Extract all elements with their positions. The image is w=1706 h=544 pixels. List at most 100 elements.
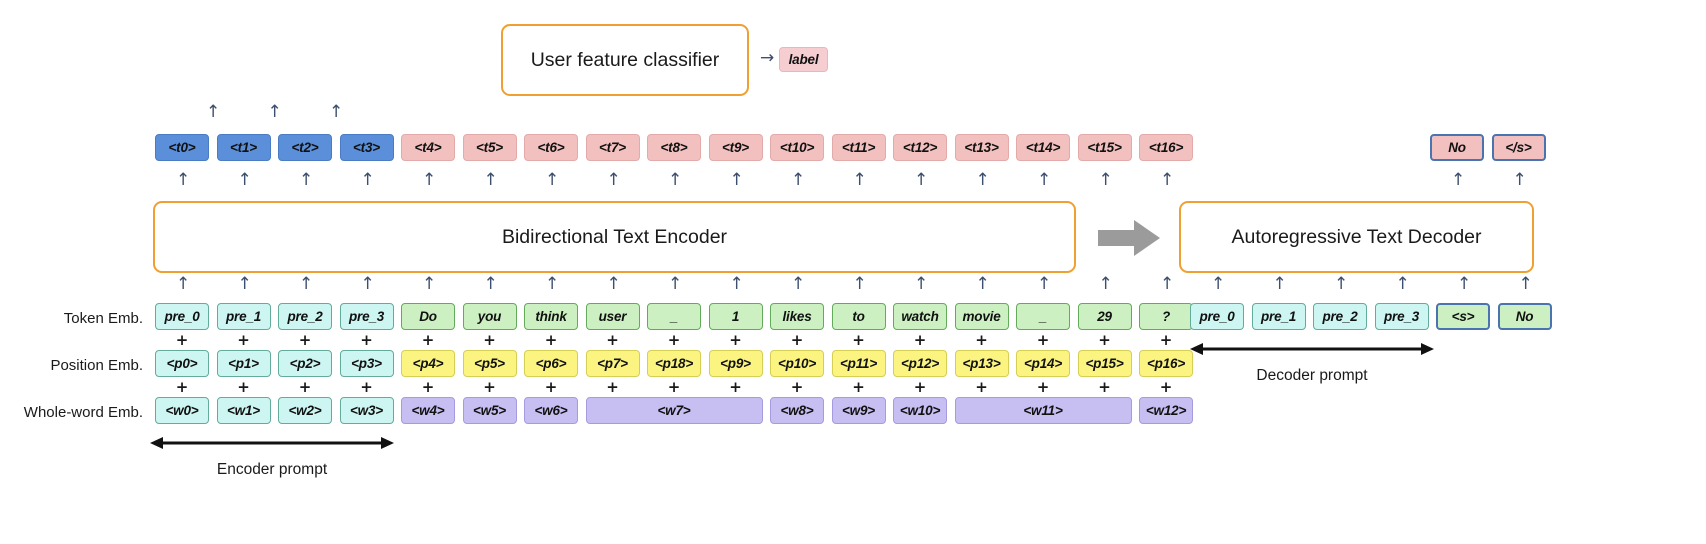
position-embedding-12[interactable]: <p12> [893,350,947,377]
token-embedding-15-text: 29 [1097,309,1112,324]
encoder-output-token-11[interactable]: <t11> [831,134,886,161]
whole-word-embedding-2[interactable]: <w2> [278,397,332,424]
whole-word-embedding-3[interactable]: <w3> [339,397,394,424]
token-embedding-3[interactable]: pre_3 [339,303,394,330]
whole-word-embedding-8[interactable]: <w8> [770,397,824,424]
encoder-output-token-3[interactable]: <t3> [339,134,394,161]
token-position-plus-11: + [852,331,865,349]
token-position-plus-8: + [667,331,681,349]
encoder-to-token-arrow-icon-6: ↑ [545,170,560,190]
encoder-output-token-4[interactable]: <t4> [401,134,455,161]
encoder-output-token-7[interactable]: <t7> [585,134,640,161]
position-embedding-1[interactable]: <p1> [216,350,271,377]
token-embedding-8[interactable]: _ [647,303,701,330]
encoder-output-token-8[interactable]: <t8> [647,134,701,161]
token-position-plus-9: + [729,331,742,349]
token-embedding-12[interactable]: watch [893,303,947,330]
token-position-plus-15: + [1098,331,1111,349]
encoder-output-token-15[interactable]: <t15> [1077,134,1132,161]
encoder-output-token-13[interactable]: <t13> [954,134,1009,161]
position-embedding-16[interactable]: <p16> [1139,350,1193,377]
token-embedding-16[interactable]: ? [1139,303,1193,330]
token-embedding-5[interactable]: you [462,303,517,330]
position-embedding-3[interactable]: <p3> [339,350,394,377]
token-embedding-14[interactable]: _ [1016,303,1070,330]
position-wholeword-plus-4: + [421,378,435,396]
autoregressive-text-decoder-label: Autoregressive Text Decoder [1231,225,1482,248]
position-embedding-10[interactable]: <p10> [770,350,824,377]
token-embedding-9[interactable]: 1 [708,303,763,330]
whole-word-embedding-11[interactable]: <w11> [954,397,1132,424]
encoder-output-token-2-text: <t2> [291,140,319,155]
whole-word-embedding-4[interactable]: <w4> [401,397,455,424]
position-embedding-4[interactable]: <p4> [401,350,455,377]
encoder-output-token-5[interactable]: <t5> [462,134,517,161]
whole-word-embedding-9[interactable]: <w9> [831,397,886,424]
autoregressive-text-decoder-block[interactable]: Autoregressive Text Decoder [1179,201,1534,273]
encoder-output-token-14[interactable]: <t14> [1016,134,1070,161]
token-embedding-11[interactable]: to [831,303,886,330]
position-embedding-15[interactable]: <p15> [1077,350,1132,377]
token-embedding-7[interactable]: user [585,303,640,330]
encoder-output-token-4-text: <t4> [414,140,442,155]
token-embedding-10[interactable]: likes [770,303,824,330]
embedding-to-encoder-arrow-icon-15: ↑ [1098,274,1113,294]
whole-word-embedding-10[interactable]: <w10> [893,397,947,424]
decoder-input-token-2[interactable]: pre_2 [1313,303,1367,330]
position-embedding-14-text: <p14> [1023,356,1063,371]
encoder-output-token-10-text: <t10> [779,140,815,155]
whole-word-embedding-0[interactable]: <w0> [155,397,209,424]
position-embedding-7[interactable]: <p7> [585,350,640,377]
whole-word-embedding-12[interactable]: <w12> [1139,397,1193,424]
position-embedding-13[interactable]: <p13> [954,350,1009,377]
encoder-output-token-6[interactable]: <t6> [524,134,578,161]
decoder-input-to-decoder-arrow-icon-0: ↑ [1211,274,1226,294]
position-embedding-3-text: <p3> [351,356,382,371]
token-embedding-8-text: _ [670,309,678,324]
token-position-plus-7: + [606,331,619,349]
encoder-output-token-16[interactable]: <t16> [1139,134,1193,161]
decoder-input-token-1[interactable]: pre_1 [1251,303,1306,330]
token-embedding-13[interactable]: movie [954,303,1009,330]
decoder-output-token-0[interactable]: No [1430,134,1484,161]
encoder-output-token-1[interactable]: <t1> [216,134,271,161]
whole-word-embedding-6[interactable]: <w6> [524,397,578,424]
whole-word-embedding-8-text: <w8> [780,403,814,418]
position-embedding-14[interactable]: <p14> [1016,350,1070,377]
encoder-output-token-12[interactable]: <t12> [893,134,947,161]
position-embedding-11[interactable]: <p11> [831,350,886,377]
embedding-to-encoder-arrow-icon-6: ↑ [545,274,560,294]
whole-word-embedding-12-text: <w12> [1145,403,1187,418]
position-wholeword-plus-11: + [852,378,865,396]
encoder-output-token-0[interactable]: <t0> [155,134,209,161]
token-embedding-10-text: likes [782,309,812,324]
token-embedding-15[interactable]: 29 [1077,303,1132,330]
position-embedding-9[interactable]: <p9> [708,350,763,377]
token-embedding-2[interactable]: pre_2 [278,303,332,330]
whole-word-embedding-7[interactable]: <w7> [585,397,763,424]
position-embedding-6[interactable]: <p6> [524,350,578,377]
embedding-to-encoder-arrow-icon-10: ↑ [791,274,806,294]
decoder-input-token-4[interactable]: <s> [1436,303,1490,330]
position-embedding-0[interactable]: <p0> [155,350,209,377]
position-embedding-2[interactable]: <p2> [278,350,332,377]
token-embedding-1[interactable]: pre_1 [216,303,271,330]
encoder-output-token-2[interactable]: <t2> [278,134,332,161]
whole-word-embedding-7-text: <w7> [657,403,691,418]
whole-word-embedding-5[interactable]: <w5> [462,397,517,424]
bidirectional-text-encoder-block[interactable]: Bidirectional Text Encoder [153,201,1076,273]
encoder-output-token-10[interactable]: <t10> [770,134,824,161]
token-embedding-0[interactable]: pre_0 [155,303,209,330]
encoder-output-token-9[interactable]: <t9> [708,134,763,161]
decoder-input-token-0[interactable]: pre_0 [1190,303,1244,330]
position-embedding-8[interactable]: <p18> [647,350,701,377]
position-embedding-5[interactable]: <p5> [462,350,517,377]
user-feature-classifier-block[interactable]: User feature classifier [501,24,749,96]
decoder-input-token-3[interactable]: pre_3 [1374,303,1429,330]
decoder-output-token-1[interactable]: </s> [1491,134,1546,161]
token-embedding-4[interactable]: Do [401,303,455,330]
decoder-input-token-5[interactable]: No [1497,303,1552,330]
whole-word-embedding-1[interactable]: <w1> [216,397,271,424]
token-position-plus-12: + [913,331,927,349]
token-embedding-6[interactable]: think [524,303,578,330]
